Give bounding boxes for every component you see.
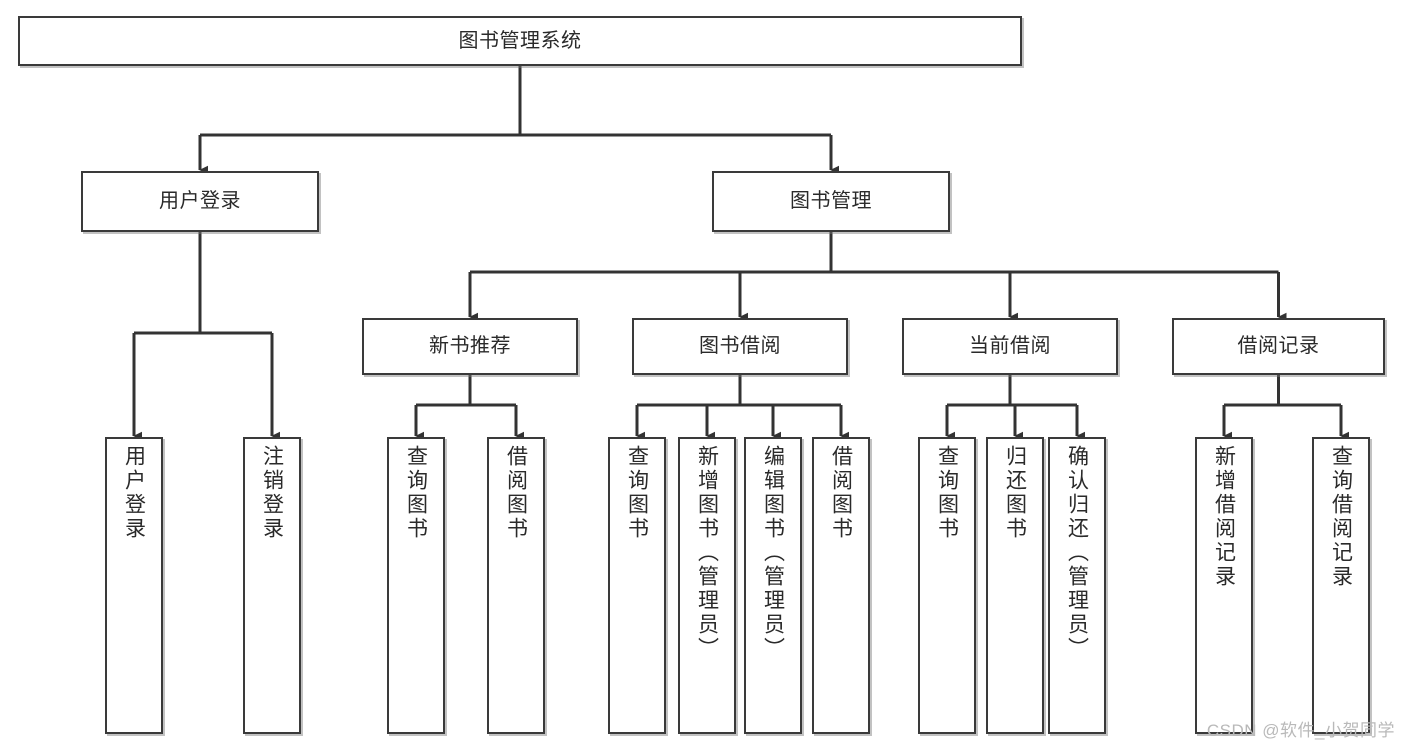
node-current-borrow[interactable]: 当前借阅 bbox=[902, 318, 1118, 375]
leaf-confirm-return[interactable]: 确认归还（管理员） bbox=[1048, 437, 1106, 734]
leaf-add-record-label: 新增借阅记录 bbox=[1212, 445, 1236, 589]
node-book-borrow[interactable]: 图书借阅 bbox=[632, 318, 848, 375]
leaf-query-book-1[interactable]: 查询图书 bbox=[387, 437, 445, 734]
node-user-login-label: 用户登录 bbox=[159, 190, 241, 212]
leaf-add-record[interactable]: 新增借阅记录 bbox=[1195, 437, 1253, 734]
leaf-edit-book-label: 编辑图书（管理员） bbox=[761, 445, 785, 661]
leaf-borrow-book-1[interactable]: 借阅图书 bbox=[487, 437, 545, 734]
node-borrow-record[interactable]: 借阅记录 bbox=[1172, 318, 1385, 375]
node-user-login[interactable]: 用户登录 bbox=[81, 171, 319, 232]
leaf-borrow-book-2-label: 借阅图书 bbox=[829, 445, 853, 541]
leaf-query-book-2[interactable]: 查询图书 bbox=[608, 437, 666, 734]
leaf-user-login-label: 用户登录 bbox=[122, 445, 146, 541]
leaf-return-book-label: 归还图书 bbox=[1003, 445, 1027, 541]
leaf-borrow-book-1-label: 借阅图书 bbox=[504, 445, 528, 541]
node-root-label: 图书管理系统 bbox=[458, 29, 582, 52]
leaf-logout-label: 注销登录 bbox=[260, 445, 284, 541]
leaf-return-book[interactable]: 归还图书 bbox=[986, 437, 1044, 734]
leaf-logout[interactable]: 注销登录 bbox=[243, 437, 301, 734]
node-borrow-record-label: 借阅记录 bbox=[1237, 335, 1320, 357]
leaf-confirm-return-label: 确认归还（管理员） bbox=[1065, 445, 1089, 661]
leaf-query-book-2-label: 查询图书 bbox=[625, 445, 649, 541]
leaf-query-book-3[interactable]: 查询图书 bbox=[918, 437, 976, 734]
leaf-user-login[interactable]: 用户登录 bbox=[105, 437, 163, 734]
node-book-manage-label: 图书管理 bbox=[790, 190, 872, 212]
node-new-book-recommend[interactable]: 新书推荐 bbox=[362, 318, 578, 375]
leaf-edit-book[interactable]: 编辑图书（管理员） bbox=[744, 437, 802, 734]
leaf-borrow-book-2[interactable]: 借阅图书 bbox=[812, 437, 870, 734]
node-book-borrow-label: 图书借阅 bbox=[699, 335, 781, 357]
leaf-query-book-1-label: 查询图书 bbox=[404, 445, 428, 541]
leaf-add-book-label: 新增图书（管理员） bbox=[695, 445, 719, 661]
leaf-query-record-label: 查询借阅记录 bbox=[1329, 445, 1353, 589]
node-book-manage[interactable]: 图书管理 bbox=[712, 171, 950, 232]
node-new-book-recommend-label: 新书推荐 bbox=[429, 335, 511, 357]
leaf-query-record[interactable]: 查询借阅记录 bbox=[1312, 437, 1370, 734]
node-current-borrow-label: 当前借阅 bbox=[969, 335, 1051, 357]
leaf-add-book[interactable]: 新增图书（管理员） bbox=[678, 437, 736, 734]
leaf-query-book-3-label: 查询图书 bbox=[935, 445, 959, 541]
node-root[interactable]: 图书管理系统 bbox=[18, 16, 1022, 66]
